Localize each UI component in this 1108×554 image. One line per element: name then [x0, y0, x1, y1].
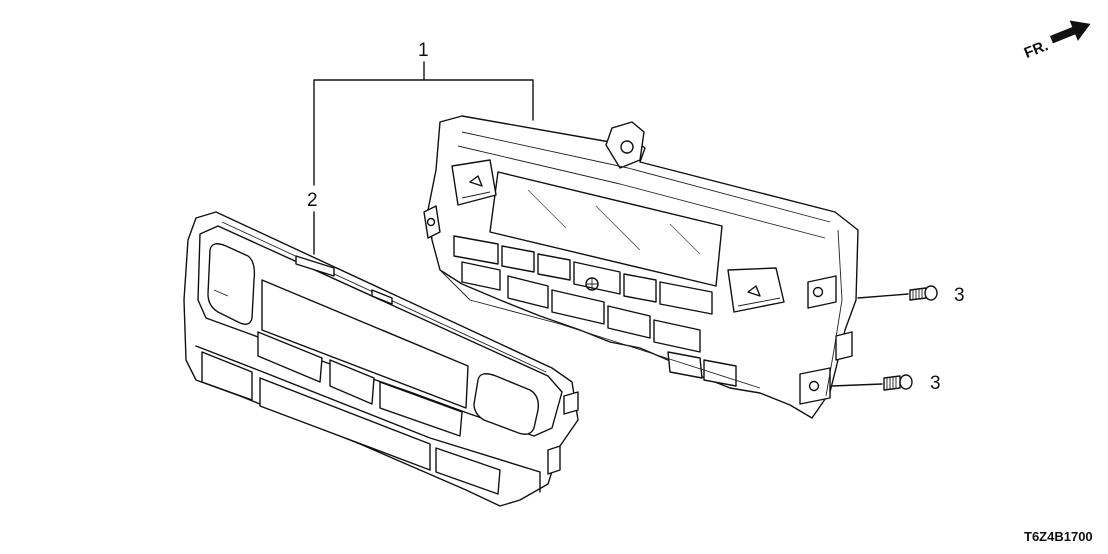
leader-line-screw-upper	[857, 293, 909, 299]
front-direction-indicator: FR.	[1022, 20, 1091, 62]
screw-lower: 3	[831, 373, 941, 394]
climate-control-unit	[423, 115, 859, 419]
callout-number-3-upper: 3	[954, 285, 965, 306]
callout-number-1: 1	[418, 40, 429, 61]
direction-arrow-icon	[1049, 20, 1091, 44]
callout-bezel: 2	[307, 190, 318, 255]
screw-upper: 3	[857, 285, 965, 306]
screw-icon	[883, 375, 901, 391]
screw-icon	[909, 287, 927, 301]
leader-line-assembly	[313, 61, 534, 186]
direction-label: FR.	[1022, 37, 1051, 62]
front-bezel	[183, 211, 579, 507]
callout-assembly: 1	[313, 40, 534, 186]
callout-number-3-lower: 3	[930, 373, 941, 394]
leader-line-screw-lower	[831, 383, 883, 387]
diagram-part-code: T6Z4B1700	[1024, 529, 1093, 544]
callout-number-2: 2	[307, 190, 318, 211]
